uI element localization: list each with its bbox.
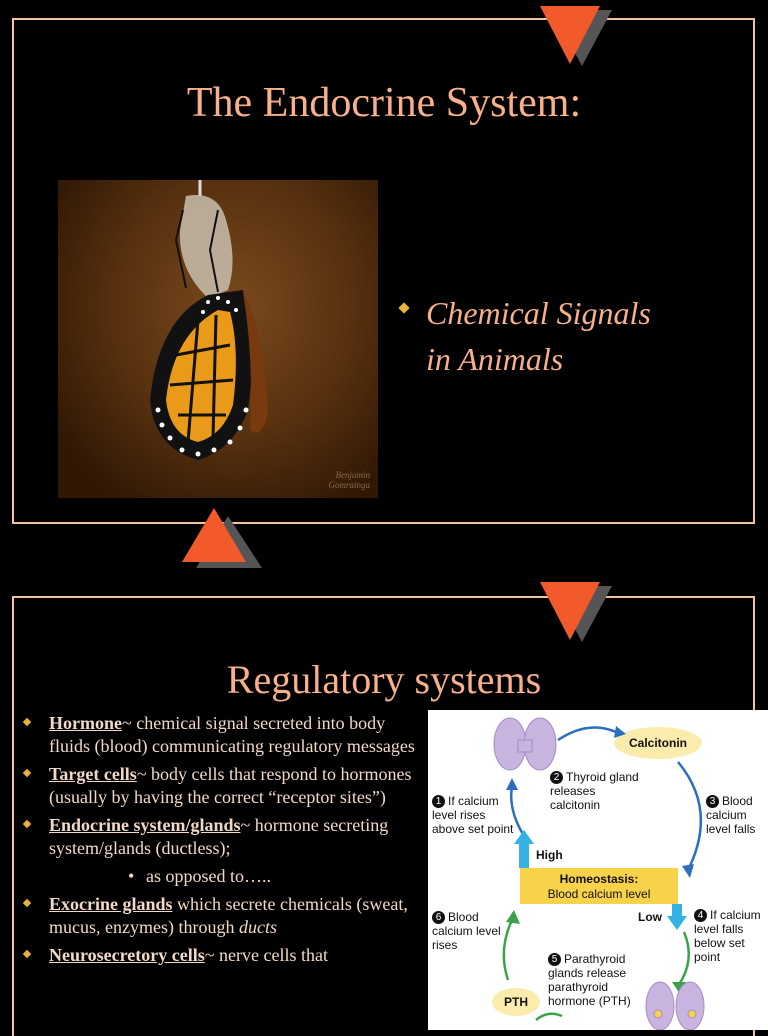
butterfly-chrysalis-photo: Benjamin Gomrainga [58,180,378,498]
slide-1: The Endocrine System: Benjamin Gomrainga [12,6,755,568]
bullet-text-line-1: Chemical Signals [426,295,651,331]
pth-bubble [492,988,540,1016]
list-item: Hormone~ chemical signal secreted into b… [20,712,420,758]
list-item: Endocrine system/glands~ hormone secreti… [20,814,420,860]
slide-frame [12,18,755,524]
list-item: Target cells~ body cells that respond to… [20,763,420,809]
decorative-down-triangle [540,6,612,66]
calcitonin-label: Calcitonin [628,736,687,750]
homeostasis-title: Homeostasis: [559,872,639,886]
homeostasis-box [520,868,678,904]
bullet-text-line-2: in Animals [426,341,564,377]
decorative-up-triangle [182,508,262,568]
slide-title: Regulatory systems [226,657,542,702]
pth-label: PTH [504,995,528,1009]
bullet-diamond-icon [22,717,32,727]
homeostasis-text: Blood calcium level [547,887,651,901]
high-label: High [536,848,563,862]
low-label: Low [638,910,662,924]
parathyroid-gland-icon [645,981,705,1030]
bullet-diamond-icon [22,949,32,959]
photo-credit: Benjamin Gomrainga [328,470,370,490]
thyroid-gland-icon [493,717,557,771]
calcitonin-bubble [614,727,702,759]
slide-2: Regulatory systems Hormone~ chemical sig… [0,580,768,1036]
bullet-diamond-icon [22,898,32,908]
list-item: Neurosecretory cells~ nerve cells that [20,944,420,967]
sub-list-item: • as opposed to….. [128,866,271,886]
slide-title: The Endocrine System: [186,80,582,126]
definition-list: Hormone~ chemical signal secreted into b… [20,712,420,972]
list-item: Exocrine glands which secrete chemicals … [20,893,420,939]
bullet-dot-icon: • [128,866,135,886]
bullet-diamond-icon [22,768,32,778]
bullet-diamond-icon [22,819,32,829]
decorative-down-triangle [540,582,612,642]
